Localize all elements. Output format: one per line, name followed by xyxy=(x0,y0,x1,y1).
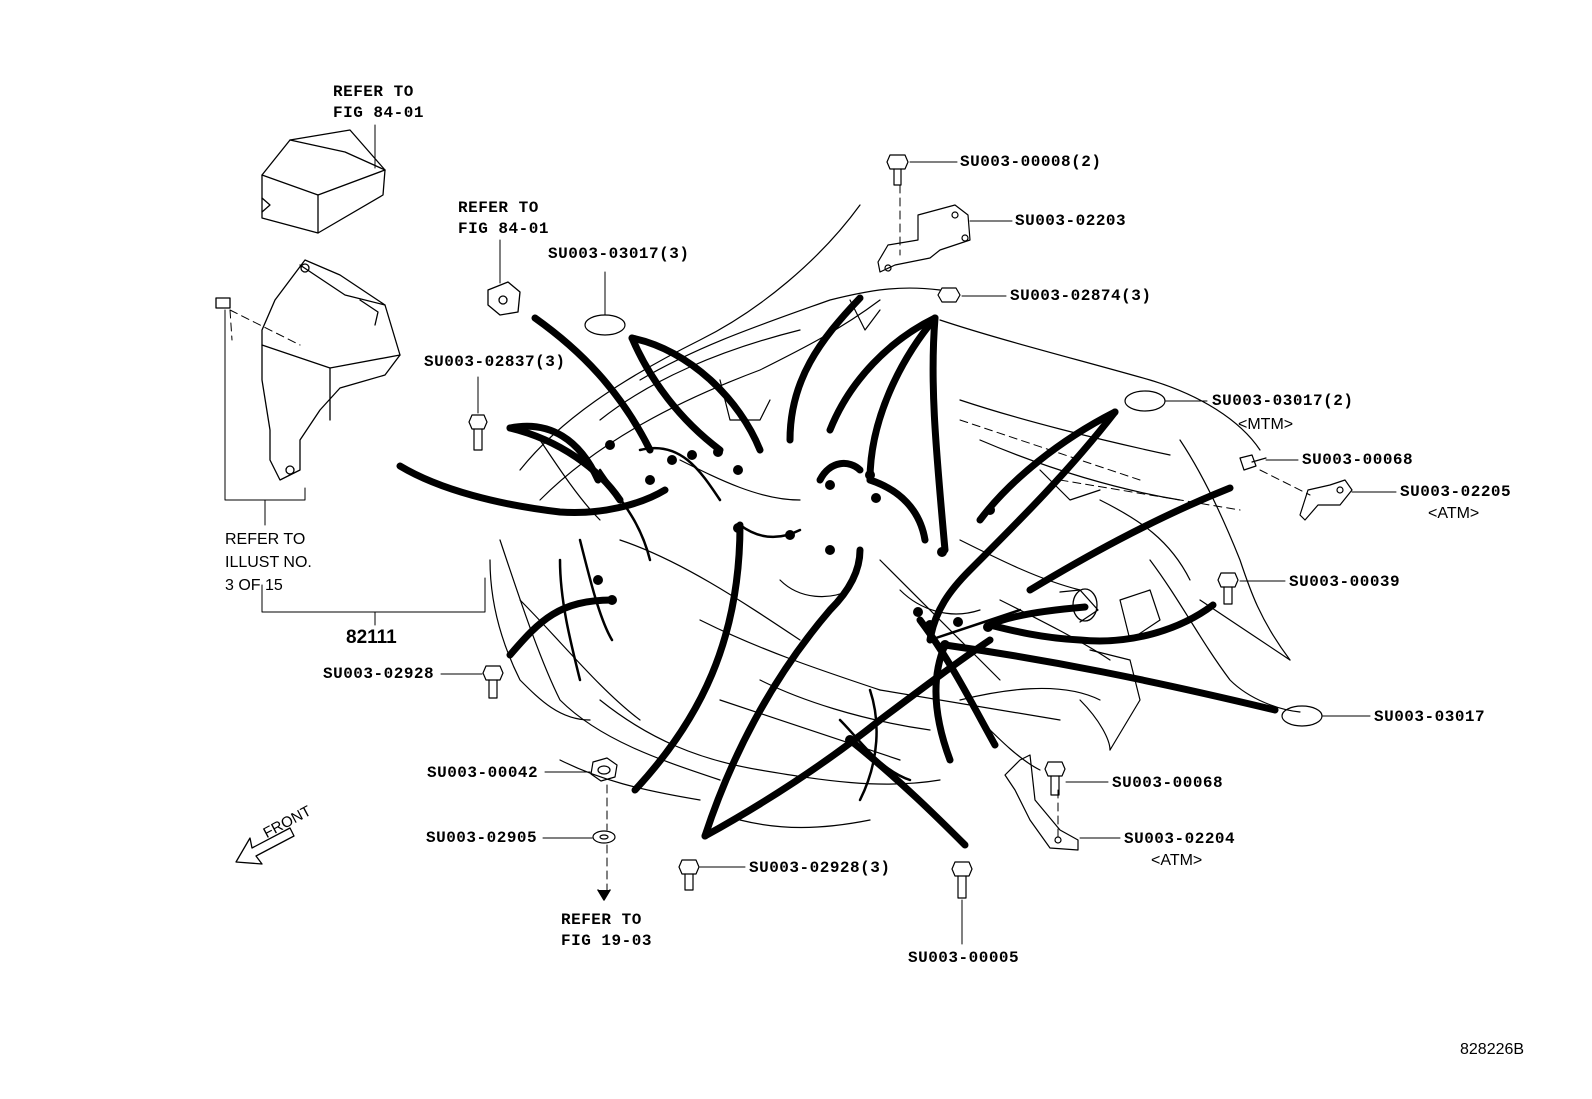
nut-00042 xyxy=(590,757,618,782)
label-su003-02874: SU003-02874(3) xyxy=(1010,287,1152,305)
seal-03017-3 xyxy=(584,314,626,336)
bolt-00005 xyxy=(951,861,973,899)
label-su003-03017-2: SU003-03017(2) xyxy=(1212,392,1354,410)
label-su003-00068-b: SU003-00068 xyxy=(1112,774,1224,792)
label-su003-02928-b: SU003-02928(3) xyxy=(749,859,891,877)
label-su003-02203: SU003-02203 xyxy=(1015,212,1127,230)
label-atm-a: <ATM> xyxy=(1428,505,1480,522)
label-su003-00005: SU003-00005 xyxy=(908,949,1020,967)
bolt-00039 xyxy=(1217,572,1239,605)
bolt-00068-b xyxy=(1044,761,1066,796)
label-su003-02837: SU003-02837(3) xyxy=(424,353,566,371)
connector-dots xyxy=(593,440,995,745)
refer-fig19-label: REFER TO FIG 19-03 xyxy=(561,911,652,950)
bracket-02203 xyxy=(877,204,971,273)
harness-part-number: 82111 xyxy=(346,627,397,648)
bracket-02204 xyxy=(1004,754,1079,851)
harness-bracket xyxy=(261,577,486,613)
label-su003-00008: SU003-00008(2) xyxy=(960,153,1102,171)
nut-02874 xyxy=(937,287,961,303)
label-su003-02205: SU003-02205 xyxy=(1400,483,1512,501)
seal-03017 xyxy=(1281,705,1323,727)
label-su003-00042: SU003-00042 xyxy=(427,764,539,782)
bolt-02928-b xyxy=(678,859,700,891)
bolt-02928-a xyxy=(482,665,504,699)
engine-bay-body xyxy=(489,204,1301,829)
diagram-id: 828226B xyxy=(1460,1041,1525,1058)
label-mtm: <MTM> xyxy=(1238,416,1294,433)
relay-box-cover xyxy=(261,129,386,234)
washer-02905 xyxy=(592,830,616,844)
bracket-02205 xyxy=(1299,479,1353,521)
relay-box xyxy=(215,259,401,481)
refer-fig84-mid-label: REFER TO FIG 84-01 xyxy=(458,199,549,238)
seal-03017-2 xyxy=(1124,390,1166,412)
wire-harness xyxy=(396,294,1279,849)
label-su003-02204: SU003-02204 xyxy=(1124,830,1236,848)
front-arrow-icon xyxy=(235,827,295,865)
refer-fig84-top-label: REFER TO FIG 84-01 xyxy=(333,83,424,122)
bolt-00068-a xyxy=(1239,454,1267,471)
bolt-00008 xyxy=(886,154,909,186)
label-su003-03017-3: SU003-03017(3) xyxy=(548,245,690,263)
label-su003-03017: SU003-03017 xyxy=(1374,708,1486,726)
label-atm-b: <ATM> xyxy=(1151,852,1203,869)
bolt-02837 xyxy=(468,414,488,451)
label-su003-02905: SU003-02905 xyxy=(426,829,538,847)
arrow-fig19 xyxy=(597,889,611,901)
clip-part xyxy=(487,281,521,316)
grommet xyxy=(1059,588,1099,623)
label-su003-02928-a: SU003-02928 xyxy=(323,665,435,683)
thin-wires xyxy=(558,446,1022,802)
label-su003-00039: SU003-00039 xyxy=(1289,573,1401,591)
label-su003-00068-a: SU003-00068 xyxy=(1302,451,1414,469)
refer-illust-label: REFER TO ILLUST NO. 3 OF 15 xyxy=(225,531,312,594)
